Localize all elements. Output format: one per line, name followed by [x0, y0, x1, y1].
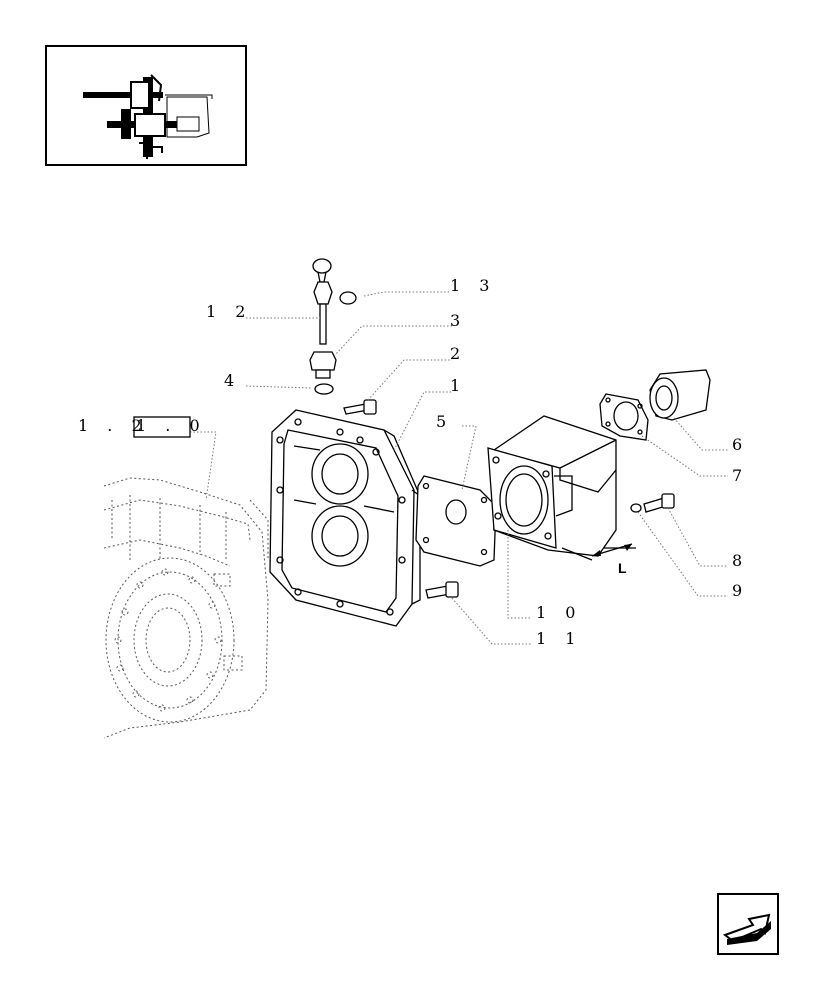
back-nav-button[interactable]	[717, 893, 779, 955]
bearing-sleeve	[649, 369, 711, 421]
callout-3: 3	[450, 311, 467, 330]
callout-13: 1 3	[450, 276, 496, 295]
callout-7: 7	[732, 466, 749, 485]
reference-boxed[interactable]: 1 . 0	[136, 416, 207, 435]
gasket	[415, 475, 497, 567]
pto-housing	[487, 415, 617, 557]
bolt-8	[643, 493, 675, 513]
flange-plate	[599, 393, 649, 441]
reference-prefix: 1 . 2	[78, 416, 149, 435]
washer-9	[630, 503, 642, 513]
gearbox-thumbnail-icon	[83, 74, 213, 159]
reference-box	[133, 416, 191, 438]
callout-12: 1 2	[206, 302, 252, 321]
callout-9: 9	[732, 581, 749, 600]
callout-11: 1 1	[536, 629, 582, 648]
filler-plug	[309, 351, 337, 379]
dimension-l-label: L	[618, 560, 627, 576]
screw-11	[425, 581, 459, 599]
callout-5: 5	[436, 412, 453, 431]
callout-8: 8	[732, 551, 749, 570]
dimension-l	[561, 543, 636, 561]
callout-1: 1	[450, 376, 467, 395]
o-ring	[339, 291, 357, 305]
callout-4: 4	[224, 371, 241, 390]
sealing-washer	[314, 383, 334, 395]
callout-2: 2	[450, 344, 467, 363]
locator-thumbnail	[45, 45, 247, 166]
cover-plate	[269, 409, 421, 627]
back-arrow-icon	[722, 913, 771, 945]
callout-6: 6	[732, 435, 749, 454]
dipstick	[312, 258, 333, 345]
screw-2	[343, 399, 377, 415]
transmission-housing	[103, 477, 269, 739]
callout-10: 1 0	[536, 603, 582, 622]
